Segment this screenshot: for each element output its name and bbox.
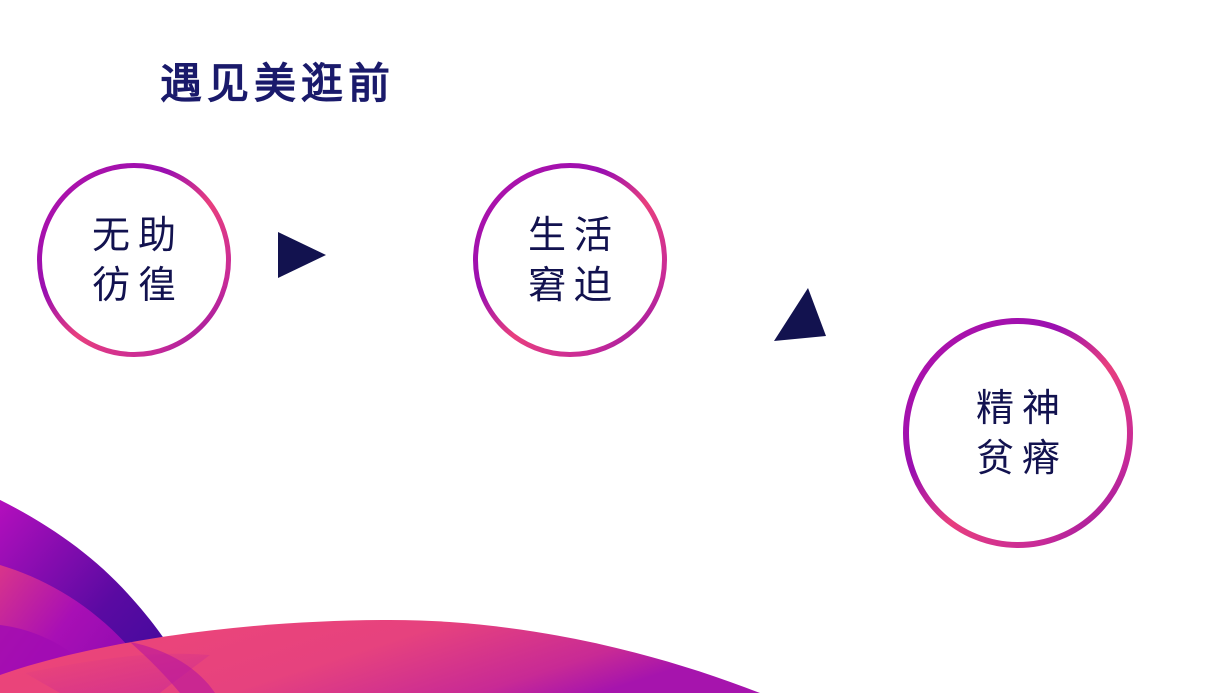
node-label: 精神 贫瘠 — [903, 383, 1133, 483]
node-label-line-2: 彷徨 — [91, 263, 184, 307]
node-label: 生活 窘迫 — [473, 210, 667, 310]
arrow-down-right-icon — [774, 288, 826, 341]
node-label-line-1: 精神 — [975, 386, 1068, 430]
gradient-ring-icon — [473, 163, 667, 357]
arrow-right-icon — [278, 232, 326, 278]
gradient-ring-icon — [903, 318, 1133, 548]
slide-title: 遇见美逛前 — [160, 59, 396, 108]
node-label-line-2: 窘迫 — [527, 263, 620, 307]
node-label-line-1: 无助 — [91, 213, 184, 257]
flow-node-2: 生活 窘迫 — [473, 163, 667, 357]
node-label-line-2: 贫瘠 — [975, 436, 1068, 480]
node-label-line-1: 生活 — [527, 213, 620, 257]
node-label: 无助 彷徨 — [37, 210, 231, 310]
flow-node-1: 无助 彷徨 — [37, 163, 231, 357]
flow-node-3: 精神 贫瘠 — [903, 318, 1133, 548]
gradient-ring-icon — [37, 163, 231, 357]
